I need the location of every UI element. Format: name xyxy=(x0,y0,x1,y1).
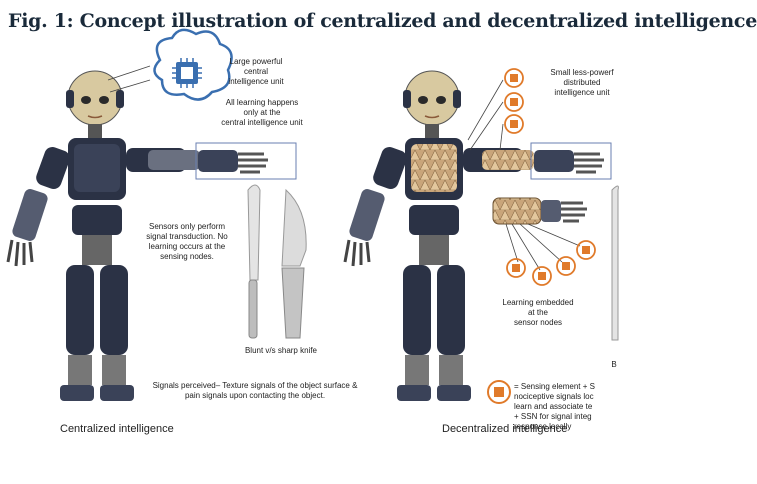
figure-illustration xyxy=(6,28,619,404)
arrow-head-to-brain xyxy=(107,65,151,81)
knife-partial xyxy=(611,185,619,341)
label-sensors: Sensors only perform signal transduction… xyxy=(146,222,228,261)
label-embedded: Learning embedded at the sensor nodes xyxy=(502,298,574,327)
sensor-node-brains xyxy=(505,223,596,286)
knife-sharp xyxy=(281,188,307,339)
arrow-brain-to-head xyxy=(109,79,151,93)
robot-decentralized xyxy=(343,70,612,401)
robot-centralized xyxy=(6,70,297,401)
label-b: B xyxy=(611,360,617,369)
label-legend: = Sensing element + S nociceptive signal… xyxy=(514,382,595,431)
knife-blunt xyxy=(247,184,261,339)
label-distributed-unit: Small less-powerf distributed intelligen… xyxy=(550,68,614,97)
distributed-brain-icons xyxy=(504,68,524,134)
caption-decentralized: Decentralized intelligence xyxy=(442,423,568,435)
caption-centralized: Centralized intelligence xyxy=(60,423,174,435)
central-brain-icon xyxy=(153,28,233,101)
label-central-unit: Large powerful central intelligence unit xyxy=(228,57,284,86)
figure-title: Fig. 1: Concept illustration of centrali… xyxy=(8,10,757,32)
label-signals: Signals perceived– Texture signals of th… xyxy=(152,381,358,400)
label-learning-central: All learning happens only at the central… xyxy=(221,98,303,127)
label-knife: Blunt v/s sharp knife xyxy=(244,346,318,355)
zoomed-hand xyxy=(492,197,587,225)
legend-brain-icon xyxy=(487,380,511,404)
